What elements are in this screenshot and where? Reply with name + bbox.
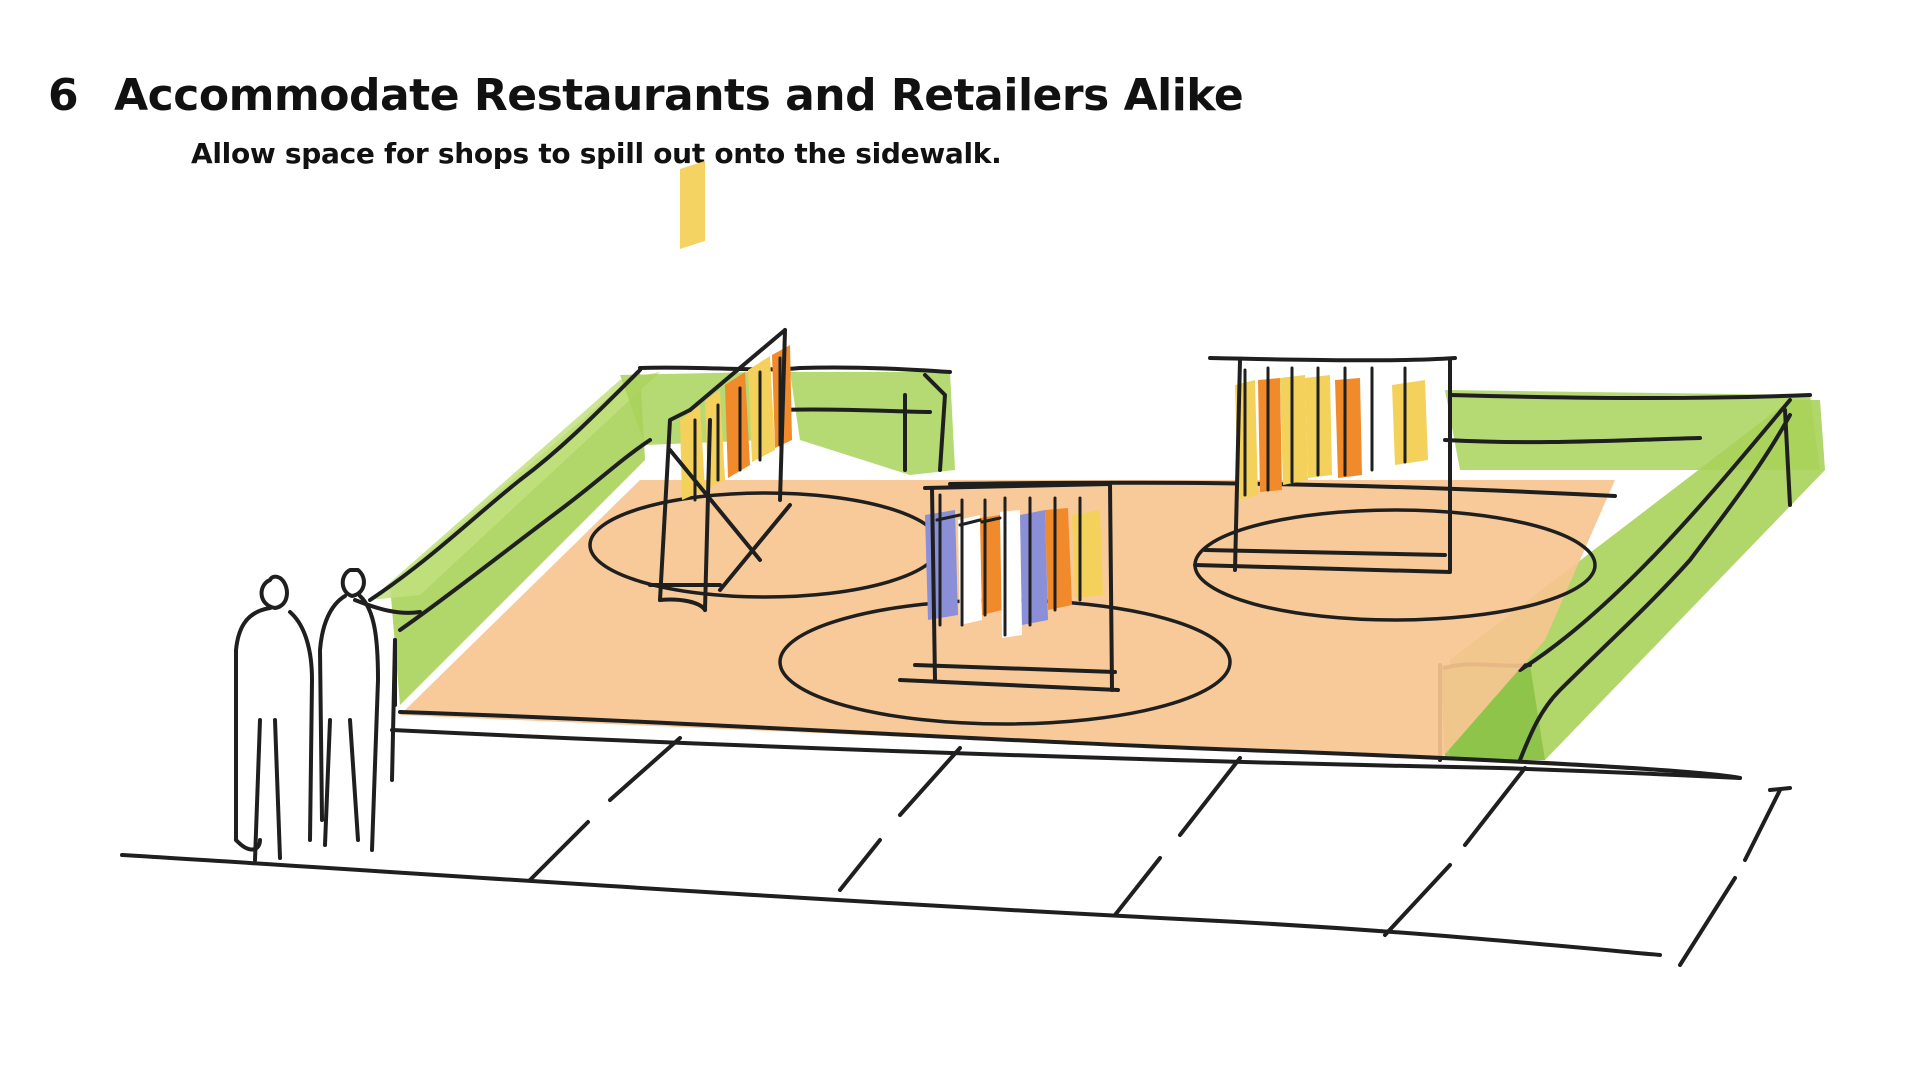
- clothing-rack-right: [1193, 356, 1457, 574]
- clothing-rack-left: [648, 160, 792, 612]
- section-title: Accommodate Restaurants and Retailers Al…: [114, 70, 1244, 121]
- section-subtitle: Allow space for shops to spill out onto …: [191, 137, 1002, 170]
- clothing-rack-center: [898, 482, 1120, 692]
- sidewalk: [120, 728, 1792, 967]
- section-heading: 6 Accommodate Restaurants and Retailers …: [48, 70, 1244, 121]
- section-number: 6: [48, 70, 79, 121]
- pedestrians: [234, 568, 422, 862]
